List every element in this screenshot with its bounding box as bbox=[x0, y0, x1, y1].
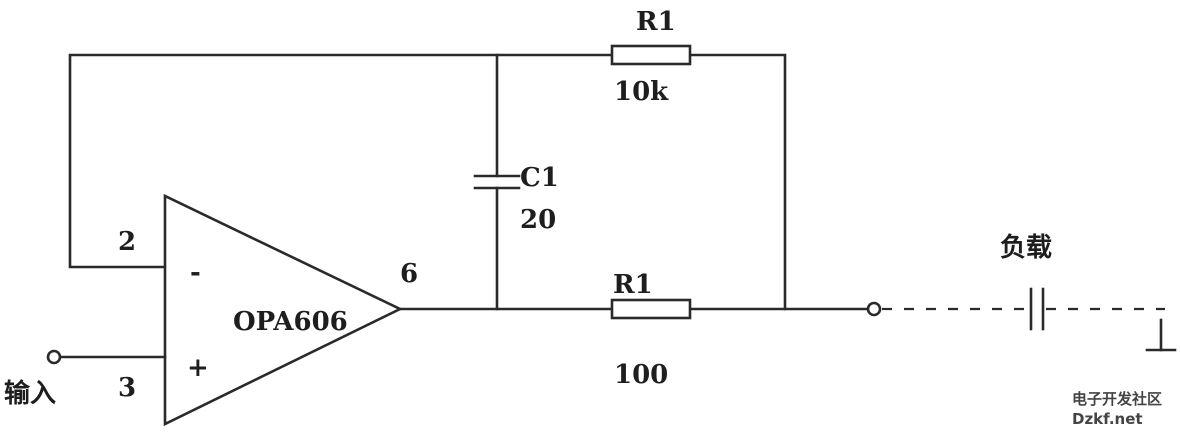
output-resistor-body bbox=[610, 298, 692, 320]
opamp-name: OPA606 bbox=[233, 307, 348, 337]
watermark-line1: 电子开发社区 bbox=[1072, 390, 1162, 408]
output-resistor-name: R1 bbox=[613, 270, 653, 300]
capacitor-value: 20 bbox=[520, 205, 556, 235]
input-label: 输入 bbox=[4, 378, 56, 409]
feedback-wire bbox=[68, 53, 614, 269]
feedback-resistor-value: 10k bbox=[614, 77, 669, 107]
feedback-resistor-body bbox=[610, 44, 692, 66]
opamp-plus-sign: + bbox=[187, 353, 209, 383]
watermark-line2: Dzkf.net bbox=[1072, 410, 1143, 428]
input-terminal bbox=[46, 349, 62, 365]
feedback-return-wire bbox=[688, 53, 787, 311]
capacitor-name: C1 bbox=[520, 163, 559, 193]
load-label: 负载 bbox=[1000, 233, 1052, 263]
output-terminal bbox=[866, 301, 882, 317]
opamp-triangle bbox=[163, 193, 403, 427]
opamp-minus-sign: - bbox=[190, 258, 201, 288]
feedback-resistor-name: R1 bbox=[636, 7, 676, 37]
pin-2-label: 2 bbox=[118, 227, 136, 257]
output-resistor-value: 100 bbox=[614, 360, 668, 390]
pin-6-label: 6 bbox=[400, 259, 418, 289]
pin-3-label: 3 bbox=[118, 373, 136, 403]
